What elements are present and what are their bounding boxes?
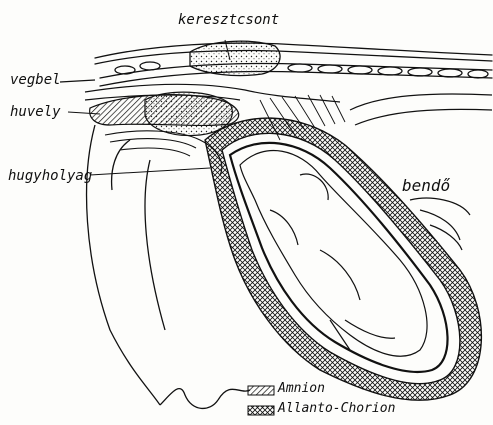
uterus-wall [205, 118, 481, 400]
sacrum-bone [190, 41, 280, 75]
label-bladder: hugyholyag [8, 168, 92, 184]
fetus [240, 151, 427, 357]
legend-allanto-chorion-swatch [248, 406, 274, 415]
legend-amnion-swatch [248, 386, 274, 395]
label-rumen: bendő [402, 176, 450, 195]
spine-and-sacrum [95, 43, 492, 86]
legend-allanto-chorion-label: Allanto-Chorion [278, 401, 395, 416]
bladder [145, 92, 232, 135]
label-vagina: huvely [10, 104, 61, 120]
legend-amnion-label: Amnion [278, 381, 325, 396]
label-rectum: vegbel [10, 72, 61, 88]
bladder-pointer [90, 168, 210, 175]
label-sacrum: keresztcsont [178, 12, 279, 28]
